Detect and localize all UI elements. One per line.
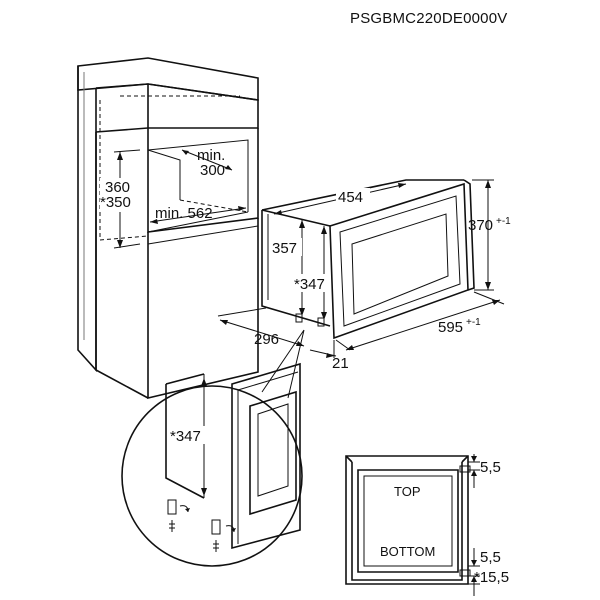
appliance-depth: 296 (254, 331, 279, 348)
niche-width-dimension: min. 562 (149, 205, 247, 224)
niche-depth-label: min. (197, 147, 225, 164)
niche-width: min. 562 (155, 205, 213, 222)
frame-width-dimension: 595 +-1 (335, 291, 505, 351)
frame-gap-bottom-alt: *15,5 (474, 569, 509, 586)
niche-depth-dimension: min. 300 (181, 147, 233, 179)
frame-front-view: TOP BOTTOM 5,5 5,5 *15,5 (345, 454, 509, 596)
appliance-height-total: 370 (468, 217, 493, 234)
model-code: PSGBMC220DE0000V (350, 10, 507, 27)
niche-height-b: *350 (100, 194, 131, 211)
appliance-height-total-tol: +-1 (496, 216, 511, 227)
appliance-height-front-alt: *347 (294, 276, 325, 293)
appliance-width: 454 (338, 189, 363, 206)
frame-width: 595 (438, 319, 463, 336)
appliance-height-front: 357 (272, 240, 297, 257)
appliance-depth-dimension: 296 (217, 307, 305, 348)
mount-screw-icon (211, 519, 221, 535)
frame-top-label: TOP (394, 484, 421, 499)
niche-depth-value: 300 (200, 162, 225, 179)
tall-cabinet (77, 57, 259, 400)
detail-height: *347 (170, 428, 201, 445)
microwave-appliance (261, 179, 475, 340)
appliance-height-front-dimension: 357 *347 (270, 220, 330, 320)
detail-callout-leader (261, 329, 305, 399)
mount-foot-icon (167, 499, 177, 515)
frame-gap-top: 5,5 (480, 459, 501, 476)
frame-bottom-label: BOTTOM (380, 544, 435, 559)
appliance-width-dimension: 454 (273, 183, 407, 215)
niche-height-dimension: 360 *350 (100, 149, 141, 249)
frame-width-tol: +-1 (466, 317, 481, 328)
niche-height-a: 360 (105, 179, 130, 196)
frame-gap-bottom: 5,5 (480, 549, 501, 566)
front-depth-dimension: 21 (309, 340, 349, 372)
front-depth: 21 (332, 355, 349, 372)
appliance-height-total-dimension: 370 +-1 (468, 179, 511, 291)
detail-circle: *347 (121, 362, 303, 567)
